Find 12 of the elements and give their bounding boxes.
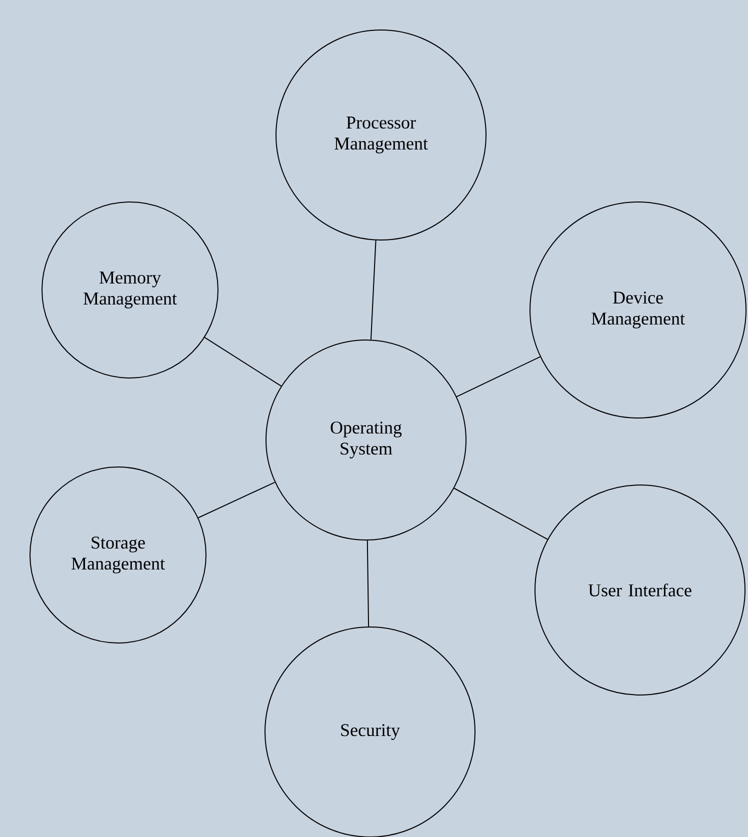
connector-line [204, 336, 282, 387]
circle-node: User Interface [534, 484, 746, 696]
connector-line [456, 356, 541, 398]
circle-node: Device Management [530, 202, 746, 418]
circle-node: Storage Management [30, 466, 206, 644]
circle-node: Memory Management [42, 202, 218, 378]
connector-line [198, 482, 276, 518]
connector-line [366, 540, 370, 627]
circle-node: Operating System [266, 340, 466, 540]
connector-line [454, 488, 548, 540]
connector-line [370, 240, 376, 340]
circle-node: Processor Management [276, 30, 486, 240]
